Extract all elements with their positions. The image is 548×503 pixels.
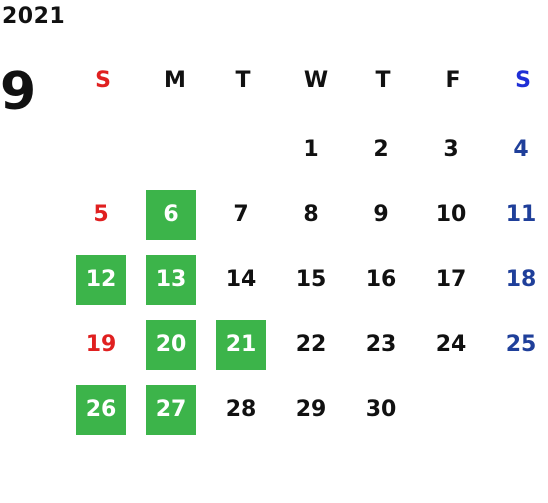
- day-cell: 8: [303, 202, 319, 227]
- day-cell: 11: [505, 202, 537, 227]
- day-cell: 20: [146, 320, 196, 370]
- weekday-sat: S: [515, 68, 531, 93]
- weekday-tue: T: [235, 68, 251, 93]
- day-cell: 7: [233, 202, 249, 227]
- day-cell: 13: [146, 255, 196, 305]
- day-cell: 9: [373, 202, 389, 227]
- day-cell: 14: [225, 267, 257, 292]
- day-cell: 25: [505, 332, 537, 357]
- day-cell: 22: [295, 332, 327, 357]
- day-cell: 5: [93, 202, 109, 227]
- day-cell: 27: [146, 385, 196, 435]
- day-cell: 3: [443, 137, 459, 162]
- day-cell: 4: [513, 137, 529, 162]
- day-cell: 17: [435, 267, 467, 292]
- weekday-fri: F: [445, 68, 461, 93]
- day-cell: 12: [76, 255, 126, 305]
- day-cell: 2: [373, 137, 389, 162]
- year-label: 2021: [2, 4, 66, 29]
- day-cell: 24: [435, 332, 467, 357]
- day-cell: 26: [76, 385, 126, 435]
- day-cell: 10: [435, 202, 467, 227]
- day-cell: 16: [365, 267, 397, 292]
- day-cell: 1: [303, 137, 319, 162]
- weekday-wed: W: [303, 68, 329, 93]
- day-cell: 6: [146, 190, 196, 240]
- weekday-sun: S: [95, 68, 111, 93]
- day-cell: 23: [365, 332, 397, 357]
- month-label: 9: [0, 62, 37, 122]
- day-cell: 28: [225, 397, 257, 422]
- day-cell: 30: [365, 397, 397, 422]
- weekday-header: S M T W T F S: [68, 66, 548, 96]
- day-cell: 21: [216, 320, 266, 370]
- day-cell: 18: [505, 267, 537, 292]
- weekday-thu: T: [375, 68, 391, 93]
- day-cell: 19: [85, 332, 117, 357]
- weekday-mon: M: [164, 68, 186, 93]
- day-cell: 15: [295, 267, 327, 292]
- day-cell: 29: [295, 397, 327, 422]
